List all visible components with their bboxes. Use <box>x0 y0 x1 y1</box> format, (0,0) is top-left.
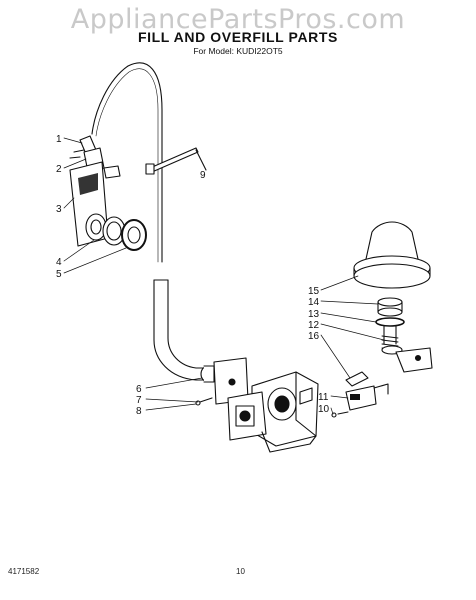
float-cone <box>353 221 431 289</box>
callout-15: 15 <box>308 286 320 297</box>
callout-14: 14 <box>308 297 320 308</box>
callout-1: 1 <box>56 134 62 145</box>
callout-13: 13 <box>308 309 320 320</box>
callout-16: 16 <box>308 331 320 342</box>
page-number: 10 <box>236 567 245 576</box>
nut-and-washer <box>85 213 147 251</box>
watermark: AppliancePartsPros.com <box>70 4 406 35</box>
callout-12: 12 <box>308 320 320 331</box>
callout-7: 7 <box>136 395 142 406</box>
callout-6: 6 <box>136 384 142 395</box>
tube-clip <box>145 147 207 175</box>
fill-valve <box>227 371 319 453</box>
callout-labels: 1 2 3 4 5 6 7 8 9 10 11 12 13 14 <box>56 134 385 417</box>
overfill-switch <box>331 383 389 418</box>
callout-3: 3 <box>56 204 62 215</box>
callout-8: 8 <box>136 406 142 417</box>
document-number: 4171582 <box>8 567 40 576</box>
fill-tube-inner <box>95 68 159 263</box>
callout-10: 10 <box>318 404 330 415</box>
callout-2: 2 <box>56 164 62 175</box>
callout-5: 5 <box>56 269 62 280</box>
callout-4: 4 <box>56 257 62 268</box>
fitting-and-bracket <box>195 357 249 406</box>
model-subtitle: For Model: KUDI22OT5 <box>193 46 283 56</box>
float-stem-stack <box>345 297 433 387</box>
fill-tube <box>91 62 163 263</box>
callout-9: 9 <box>200 170 206 181</box>
inlet-hose <box>153 279 207 381</box>
callout-11: 11 <box>318 392 329 403</box>
diagram-title: FILL AND OVERFILL PARTS <box>138 29 338 45</box>
